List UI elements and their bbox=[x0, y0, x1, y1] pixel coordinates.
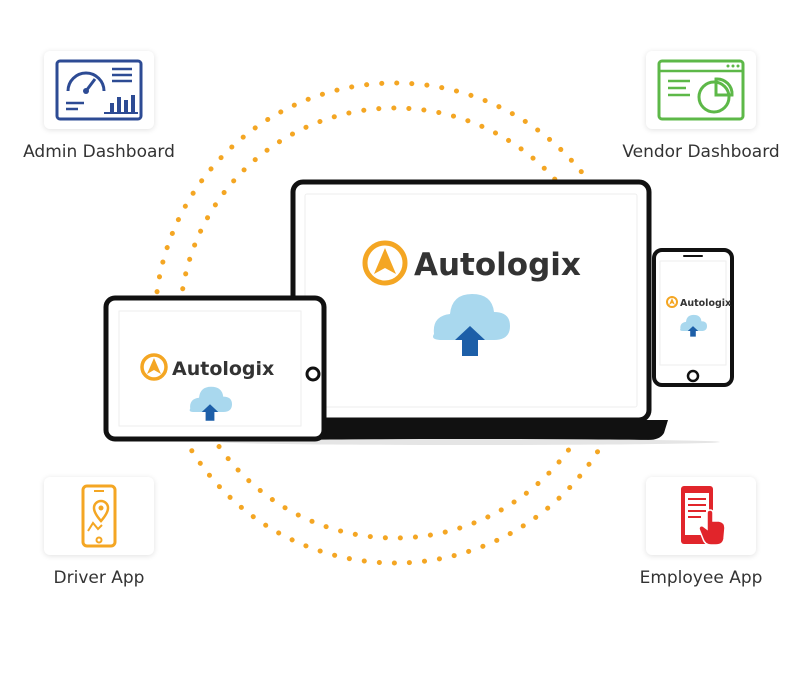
admin-dashboard-label: Admin Dashboard bbox=[23, 142, 175, 162]
employee-app-label: Employee App bbox=[639, 568, 763, 588]
driver-app-card[interactable] bbox=[44, 477, 154, 555]
laptop-cloud-upload-icon bbox=[433, 294, 510, 356]
tablet-logo: Autologix bbox=[140, 353, 274, 381]
speedometer-dashboard-icon bbox=[55, 59, 143, 121]
phone-brand-name: Autologix bbox=[680, 298, 731, 309]
pie-chart-browser-icon bbox=[657, 59, 745, 121]
tablet-brand-name: Autologix bbox=[172, 358, 274, 380]
driver-app-label: Driver App bbox=[53, 568, 145, 588]
laptop-brand-name: Autologix bbox=[414, 247, 581, 283]
vendor-dashboard-label: Vendor Dashboard bbox=[622, 142, 780, 162]
admin-dashboard-card[interactable] bbox=[44, 51, 154, 129]
phone-cloud-upload-icon bbox=[680, 314, 707, 337]
employee-app-card[interactable] bbox=[646, 477, 756, 555]
laptop-logo: Autologix bbox=[362, 240, 581, 286]
tablet-cloud-upload-icon bbox=[189, 386, 232, 421]
touch-phone-icon bbox=[681, 486, 726, 546]
phone-logo: Autologix bbox=[666, 296, 731, 309]
vendor-dashboard-card[interactable] bbox=[646, 51, 756, 129]
map-pin-phone-icon bbox=[81, 484, 117, 548]
